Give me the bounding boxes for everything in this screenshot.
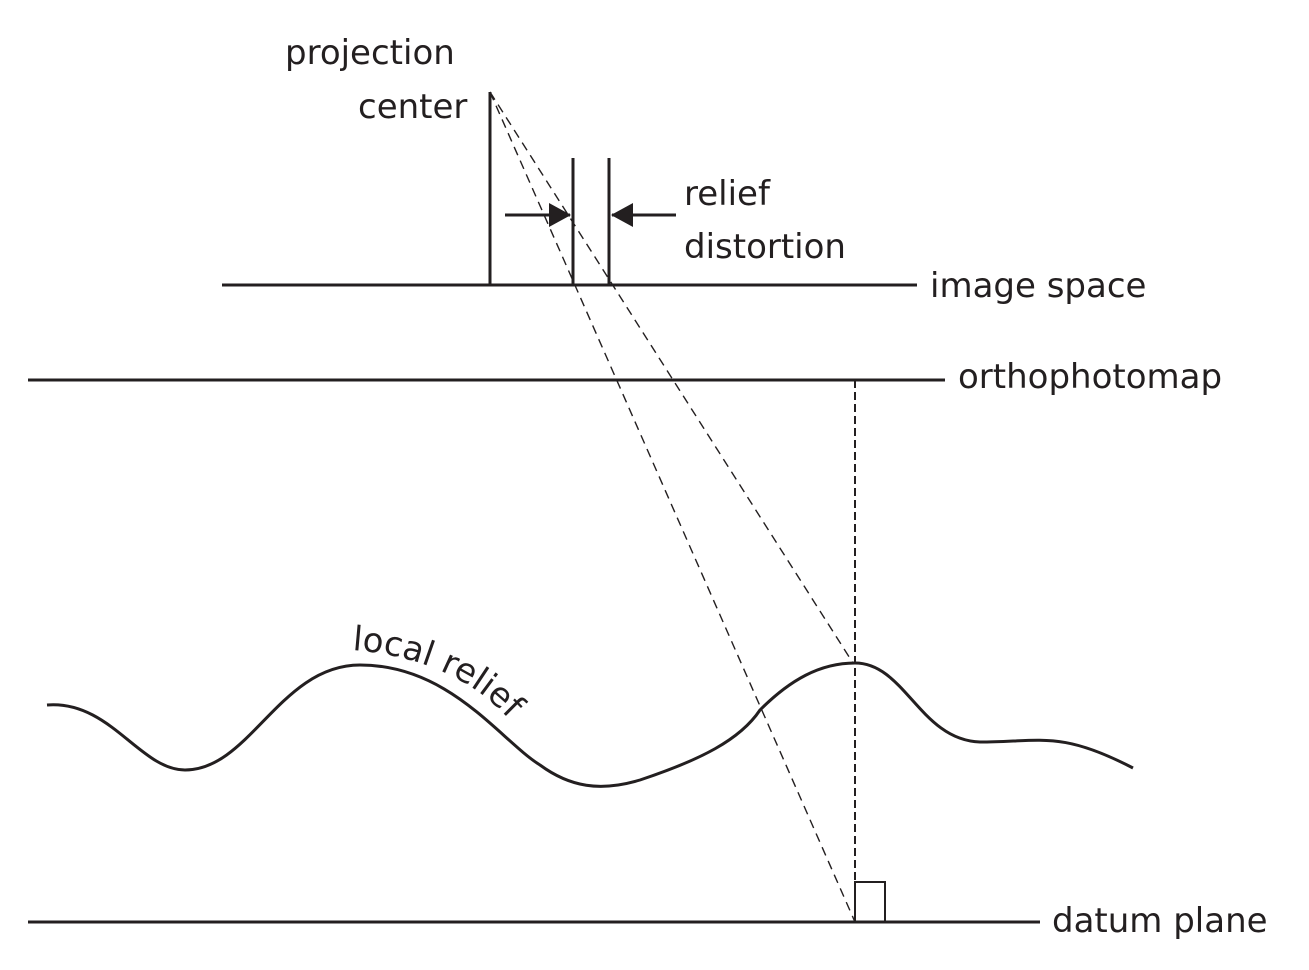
projection-label-line1: projection — [285, 33, 455, 73]
relief-distortion-label-line1: relief — [684, 174, 771, 214]
local-relief-label: local relief — [351, 619, 532, 727]
local-relief-label-text: local relief — [351, 619, 532, 727]
image-space-label: image space — [930, 266, 1146, 306]
local-relief-curve — [46, 661, 1134, 788]
projection-label-line2: center — [358, 87, 467, 127]
orthophotomap-label: orthophotomap — [958, 357, 1222, 397]
relief-distortion-arrows — [505, 203, 676, 227]
relief-distortion-label-line2: distortion — [684, 227, 846, 267]
ray-to-relief-peak — [489, 91, 854, 664]
datum-plane-label: datum plane — [1052, 901, 1268, 941]
ray-to-datum — [489, 91, 856, 923]
right-angle-marker — [854, 881, 886, 923]
arrowhead-left-icon — [611, 203, 633, 227]
arrowhead-right-icon — [549, 203, 571, 227]
